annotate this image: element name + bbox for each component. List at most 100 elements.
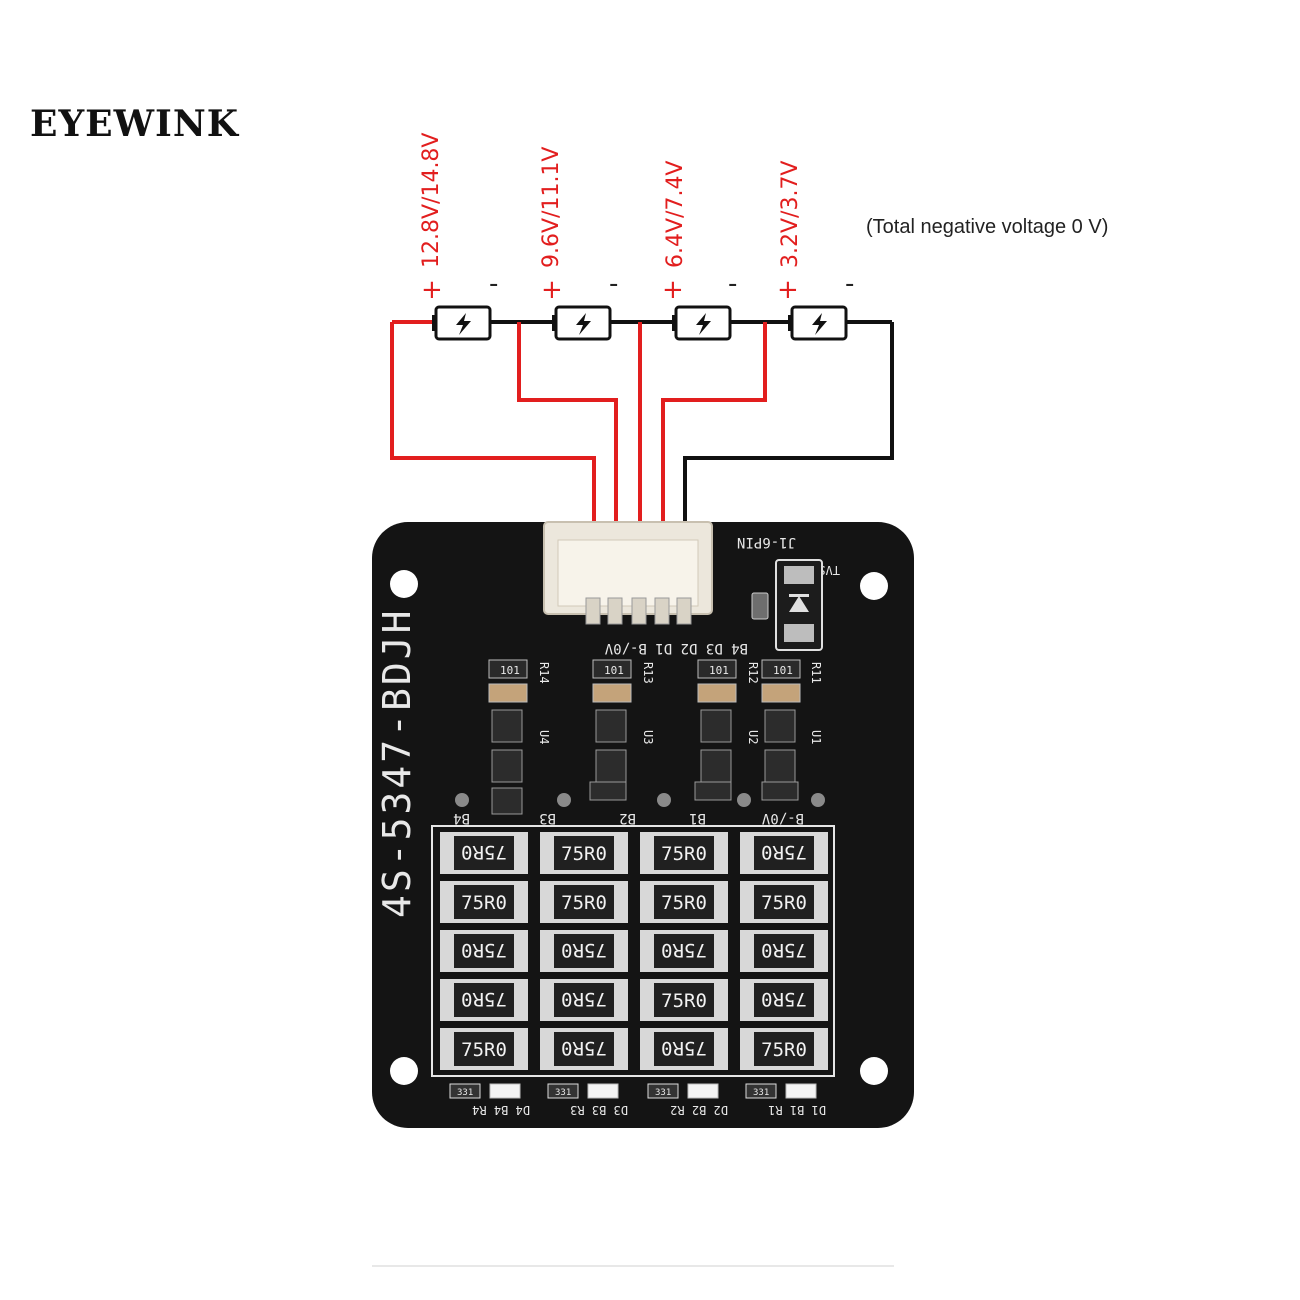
minus-sign-4: -	[845, 269, 854, 299]
battery-cells	[432, 305, 848, 341]
resistor-code: 75R0	[461, 841, 507, 863]
chip-label-u1: U1	[809, 730, 823, 744]
led-resistor-code: 331	[753, 1088, 769, 1098]
mount-hole-tl	[390, 570, 418, 598]
via	[557, 793, 571, 807]
chip-label-r13: R13	[641, 662, 655, 684]
smd-resistor: 75R0	[740, 930, 828, 972]
plus-sign-3: +	[662, 275, 684, 305]
smd-resistor: 75R0	[540, 881, 628, 923]
lightning-icon	[696, 313, 711, 335]
resistor-code: 75R0	[761, 939, 807, 961]
voltage-label-3s: 9.6V/11.1V	[539, 147, 564, 268]
led-resistor-code: 331	[457, 1088, 473, 1098]
chip-code-3: 101	[604, 664, 624, 677]
balance-label-b3: B3	[539, 810, 556, 826]
resistor-code: 75R0	[661, 939, 707, 961]
resistor-code: 75R0	[661, 843, 707, 865]
via	[737, 793, 751, 807]
smd-resistor: 75R0	[540, 1028, 628, 1070]
resistor-code: 75R0	[561, 843, 607, 865]
lightning-icon	[456, 313, 471, 335]
pcb-board: J1-6PIN B4 D3 D2 D1 B-/0V TVS1 R14 U4 10…	[372, 521, 914, 1128]
smd-resistor: 75R0	[440, 1028, 528, 1070]
led-resistor-code: 331	[655, 1088, 671, 1098]
smd-resistor: 75R0	[640, 930, 728, 972]
battery-cell-2	[672, 305, 732, 341]
smd-resistor: 75R0	[440, 881, 528, 923]
chip-group-1: R11 U1 101	[761, 659, 823, 801]
resistor-code: 75R0	[661, 1037, 707, 1059]
jst-connector	[543, 521, 713, 625]
smd-resistor: 75R0	[740, 979, 828, 1021]
led-resistor-code: 331	[555, 1088, 571, 1098]
connector-label: J1-6PIN	[737, 534, 796, 550]
resistor-code: 75R0	[561, 892, 607, 914]
wire-b1	[661, 322, 767, 600]
resistor-code: 75R0	[761, 892, 807, 914]
brand-logo: EYEWINK	[30, 103, 240, 145]
smd-resistor: 75R0	[640, 1028, 728, 1070]
resistor-code: 75R0	[661, 990, 707, 1012]
chip-label-r11: R11	[809, 662, 823, 684]
wire-b3	[517, 322, 618, 600]
plus-sign-1: +	[421, 275, 443, 305]
via	[811, 793, 825, 807]
via	[657, 793, 671, 807]
board-model-label: 4S-5347-BDJH	[375, 607, 419, 918]
polarity-signs: + - + - + - + -	[421, 269, 854, 305]
resistor-code: 75R0	[461, 1039, 507, 1061]
resistor-code: 75R0	[461, 988, 507, 1010]
mount-hole-bl	[390, 1057, 418, 1085]
balance-label-b1: B1	[689, 810, 706, 826]
voltage-label-4s: 12.8V/14.8V	[419, 133, 444, 268]
lightning-icon	[576, 313, 591, 335]
smd-resistor: 75R0	[440, 979, 528, 1021]
balance-label-b2: B2	[619, 810, 636, 826]
balance-label-b4: B4	[453, 810, 470, 826]
resistor-code: 75R0	[561, 1037, 607, 1059]
mount-hole-br	[860, 1057, 888, 1085]
minus-sign-1: -	[489, 269, 498, 299]
chip-label-u4: U4	[537, 730, 551, 744]
minus-sign-2: -	[609, 269, 618, 299]
resistor-code: 75R0	[761, 841, 807, 863]
smd-resistor: 75R0	[540, 832, 628, 874]
led-indicator-2: 331 D2 B2 R2	[647, 1083, 728, 1117]
capacitor-c5	[751, 592, 769, 620]
pin-labels: B4 D3 D2 D1 B-/0V	[604, 640, 748, 656]
smd-resistor: 75R0	[740, 881, 828, 923]
smd-resistor: 75R0	[540, 930, 628, 972]
led-label: D1 B1 R1	[768, 1103, 826, 1117]
led-label: D4 B4 R4	[472, 1103, 530, 1117]
resistor-code: 75R0	[661, 892, 707, 914]
smd-resistor: 75R0	[440, 832, 528, 874]
smd-resistor: 75R0	[440, 930, 528, 972]
resistor-array: 75R0 75R0 75R0 75R0 75R0 75R0 75R0 75R0 75R0 75R0…	[440, 832, 828, 1070]
battery-cell-4	[432, 305, 492, 341]
smd-resistor: 75R0	[740, 832, 828, 874]
lightning-icon	[812, 313, 827, 335]
smd-resistor: 75R0	[640, 979, 728, 1021]
resistor-code: 75R0	[761, 988, 807, 1010]
smd-resistor: 75R0	[640, 881, 728, 923]
battery-cell-1	[788, 305, 848, 341]
negative-voltage-note: (Total negative voltage 0 V)	[866, 216, 1108, 238]
resistor-code: 75R0	[461, 892, 507, 914]
balance-label-bneg: B-/0V	[761, 810, 804, 826]
chip-label-r12: R12	[746, 662, 760, 684]
voltage-label-1s: 3.2V/3.7V	[778, 161, 803, 269]
chip-code-2: 101	[709, 664, 729, 677]
battery-cell-3	[552, 305, 612, 341]
plus-sign-2: +	[541, 275, 563, 305]
smd-resistor: 75R0	[640, 832, 728, 874]
resistor-code: 75R0	[761, 1039, 807, 1061]
chip-label-u3: U3	[641, 730, 655, 744]
led-label: D2 B2 R2	[670, 1103, 728, 1117]
resistor-code: 75R0	[561, 988, 607, 1010]
led-indicator-4: 331 D4 B4 R4	[449, 1083, 530, 1117]
chip-group-4: R14 U4 101	[488, 659, 551, 815]
